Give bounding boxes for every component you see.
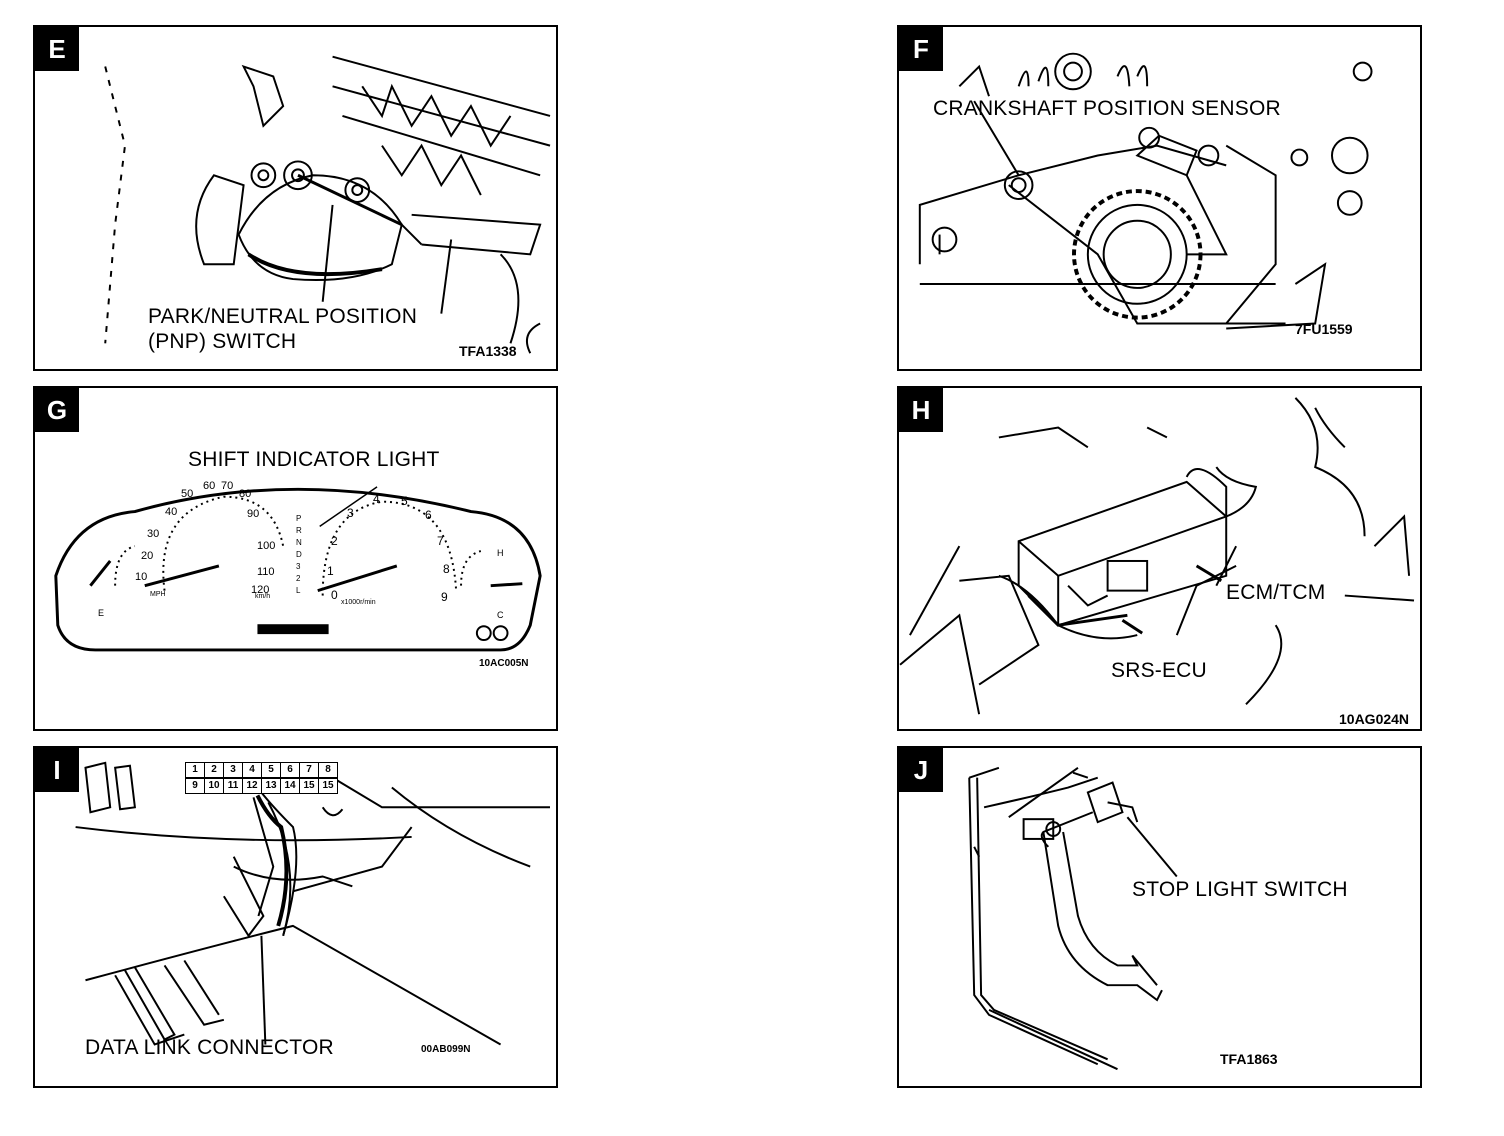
pnp-switch-label-line2: (PNP) SWITCH: [148, 330, 297, 353]
tach-tick-label: 4: [373, 492, 380, 506]
figure-code: TFA1863: [1220, 1051, 1278, 1067]
figure-code: 10AG024N: [1339, 711, 1410, 727]
prndl-letter: R: [296, 526, 302, 535]
temp-h-label: H: [497, 548, 504, 558]
speed-unit: km/h: [255, 593, 271, 600]
panel-letter: H: [899, 388, 943, 432]
dlc-pin: 7: [299, 762, 319, 778]
prndl-letter: 2: [296, 574, 301, 583]
panel-e: E PARK/NEUTRAL POSITION (PNP) SWITCH TFA…: [33, 25, 558, 371]
figure-code: 00AB099N: [421, 1044, 471, 1055]
ecm-tcm-label: ECM/TCM: [1226, 581, 1326, 604]
speed-tick-label: 10: [135, 571, 148, 583]
pnp-switch-illustration: [104, 55, 551, 354]
figure-code: TFA1338: [459, 343, 517, 359]
shift-indicator-label: SHIFT INDICATOR LIGHT: [188, 448, 440, 471]
tach-tick-label: 1: [327, 564, 334, 578]
tach-tick-label: 0: [331, 588, 338, 602]
data-link-connector-label: DATA LINK CONNECTOR: [85, 1036, 334, 1059]
dlc-pin: 10: [204, 778, 224, 794]
crankshaft-sensor-illustration: [918, 52, 1373, 330]
dlc-pin: 2: [204, 762, 224, 778]
dlc-pin: 15: [318, 778, 338, 794]
panel-letter: J: [899, 748, 943, 792]
figure-code: 7FU1559: [1295, 321, 1353, 337]
panel-letter: F: [899, 27, 943, 71]
stop-light-switch-illustration: [968, 766, 1178, 1071]
fuel-e-label: E: [98, 608, 105, 618]
dlc-pin: 6: [280, 762, 300, 778]
prndl-letter: 3: [296, 562, 301, 571]
tach-tick-label: 3: [347, 506, 354, 520]
ecm-location-illustration: [899, 397, 1415, 715]
stop-light-switch-label: STOP LIGHT SWITCH: [1132, 878, 1348, 901]
panel-f: F CRANKSHAFT POSITION SENSOR 7FU1559: [897, 25, 1422, 371]
speed-tick-label: 120: [251, 584, 270, 596]
dlc-pin: 12: [242, 778, 262, 794]
mph-unit: MPH: [150, 591, 166, 598]
tach-tick-label: 5: [401, 494, 408, 508]
dlc-pin: 1: [185, 762, 205, 778]
panel-h: H ECM/TCM SRS-ECU 10AG024N: [897, 386, 1422, 731]
dlc-pin: 14: [280, 778, 300, 794]
tach-tick-label: 8: [443, 562, 450, 576]
dlc-pin: 9: [185, 778, 205, 794]
panel-j: J STOP LIGHT SWITCH TFA1863: [897, 746, 1422, 1088]
pnp-switch-label-line1: PARK/NEUTRAL POSITION: [148, 305, 418, 328]
speed-tick-label: 40: [165, 506, 178, 518]
prndl-letter: N: [296, 538, 302, 547]
srs-ecu-label: SRS-ECU: [1111, 659, 1207, 682]
dlc-pin: 5: [261, 762, 281, 778]
speed-tick-label: 20: [141, 550, 154, 562]
prndl-letter: D: [296, 550, 302, 559]
speed-tick-label: 90: [247, 508, 260, 520]
speed-tick-label: 60: [203, 480, 216, 492]
panel-letter: I: [35, 748, 79, 792]
tach-tick-label: 6: [425, 508, 432, 522]
tach-tick-label: 7: [437, 534, 444, 548]
crankshaft-sensor-label: CRANKSHAFT POSITION SENSOR: [933, 97, 1281, 120]
figure-code: 10AC005N: [479, 658, 529, 669]
dlc-pin: 15: [299, 778, 319, 794]
panel-letter: G: [35, 388, 79, 432]
speed-tick-label: 70: [221, 480, 234, 492]
speed-tick-label: 100: [257, 540, 276, 552]
panel-letter: E: [35, 27, 79, 71]
tach-tick-label: 2: [331, 534, 338, 548]
dlc-pin: 3: [223, 762, 243, 778]
prndl-letter: P: [296, 514, 302, 523]
dlc-pin: 4: [242, 762, 262, 778]
instrument-cluster-illustration: [54, 486, 542, 652]
prndl-letter: L: [296, 586, 301, 595]
data-link-connector-illustration: [75, 761, 550, 1046]
speed-tick-label: 50: [181, 488, 194, 500]
dlc-pin: 13: [261, 778, 281, 794]
odometer-readout: 000000: [280, 625, 317, 637]
tach-tick-label: 9: [441, 590, 448, 604]
dlc-pin: 11: [223, 778, 243, 794]
speed-tick-label: 80: [239, 488, 252, 500]
dlc-pin: 8: [318, 762, 338, 778]
speed-tick-label: 110: [257, 566, 275, 578]
tach-unit: x1000r/min: [341, 599, 376, 606]
temp-c-label: C: [497, 610, 504, 620]
speed-tick-label: 30: [147, 528, 160, 540]
